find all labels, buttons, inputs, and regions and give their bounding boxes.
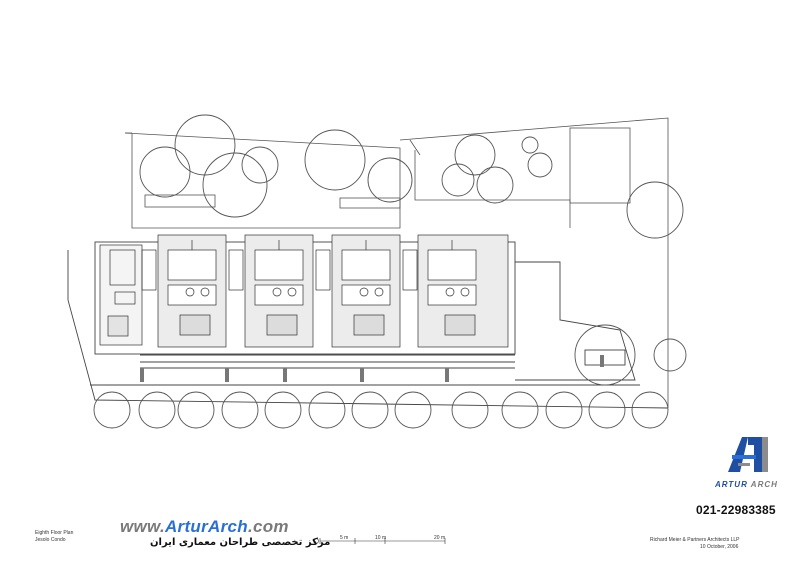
end-unit-left — [99, 244, 143, 346]
phone-number: 021-22983385 — [696, 503, 776, 517]
apartment-unit — [417, 234, 509, 348]
trees-upper — [139, 114, 684, 239]
trees-row — [93, 391, 669, 429]
title-block-right-line1: Richard Meier & Partners Architects LLP — [650, 537, 740, 543]
apartment-unit — [244, 234, 314, 348]
stair-core — [228, 249, 244, 291]
columns — [140, 355, 604, 382]
artur-arch-logo-mark — [728, 437, 768, 472]
stair-core — [141, 249, 157, 291]
apartment-unit — [331, 234, 401, 348]
title-block-left-line1: Eighth Floor Plan — [35, 530, 74, 536]
brand-word-b: ARCH — [750, 480, 778, 489]
apartment-unit — [157, 234, 227, 348]
scale-label-5m: 5 m — [340, 535, 349, 541]
title-block-right-line2: 10 October, 2006 — [700, 544, 739, 550]
title-block-left-line2: Jesolo Condo — [35, 537, 66, 543]
site-arch: Arch — [208, 517, 248, 536]
stair-core — [315, 249, 331, 291]
persian-watermark-text: مرکز تخصصی طراحان معماری ایران — [150, 537, 331, 548]
scale-bar — [313, 538, 446, 544]
trees-lower-right — [241, 146, 687, 386]
scale-label-20m: 20 m — [434, 535, 446, 541]
site-prefix: www. — [120, 517, 165, 536]
scale-label-10m: 10 m — [375, 535, 387, 541]
site-artur: Artur — [164, 517, 209, 536]
apartment-units — [141, 234, 509, 348]
upper-garden-outline — [124, 117, 669, 408]
website-watermark: www.ArturArch.com — [120, 517, 289, 537]
brand-wordmark: ARTUR ARCH — [715, 480, 778, 489]
building-footprint — [67, 241, 669, 409]
brand-word-a: ARTUR — [715, 480, 748, 489]
site-suffix: .com — [247, 517, 289, 536]
stair-core — [402, 249, 418, 291]
